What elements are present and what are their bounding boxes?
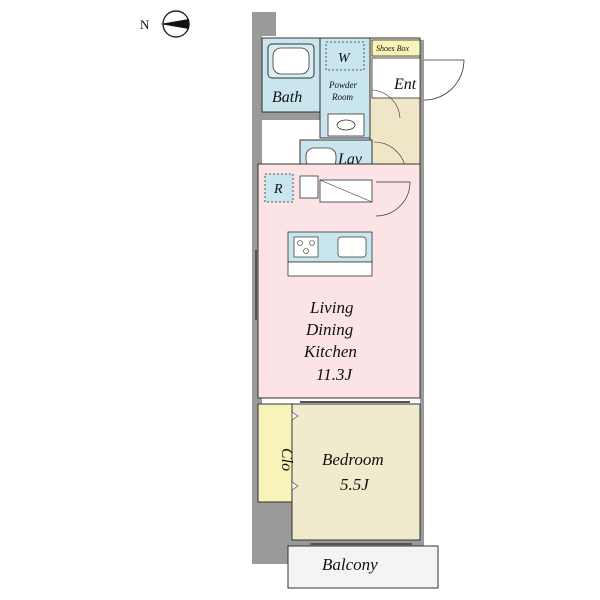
compass-needle (160, 19, 189, 29)
balcony-label: Balcony (322, 555, 378, 574)
closet-label: Clo (278, 448, 295, 471)
closet-door-marker-2 (291, 481, 299, 491)
ldk-label-2: Dining (305, 320, 353, 339)
shoes-box (371, 39, 421, 57)
balcony (287, 545, 439, 589)
ldk-room (257, 163, 421, 399)
entrance-inner-door (371, 89, 401, 119)
east-wall (420, 40, 424, 540)
kitchen-counter-front (287, 261, 373, 277)
stove-burner-3 (303, 248, 309, 254)
bedroom-label: Bedroom (322, 450, 384, 469)
stove-burner-1 (297, 240, 303, 246)
shoes-box-label: Shoes Box (376, 44, 410, 53)
kitchen-storage (299, 175, 319, 199)
bath-label: Bath (272, 89, 302, 106)
refrigerator-space (264, 173, 294, 203)
stove-burner-2 (309, 240, 315, 246)
north-wall-top (252, 12, 276, 36)
bathtub-inner (272, 47, 310, 75)
bedroom-size-label: 5.5J (340, 475, 370, 494)
ldk-label-1: Living (309, 298, 353, 317)
ldk-size-label: 11.3J (316, 365, 353, 384)
sink-icon (337, 236, 367, 258)
powder-room-label-1: Powder (328, 80, 357, 90)
closet (257, 403, 293, 503)
ldk-label-3: Kitchen (303, 342, 357, 361)
kitchen-cabinet-diagonal (319, 179, 373, 203)
compass-north-label: N (140, 17, 150, 32)
compass: N (140, 10, 190, 38)
stove-icon (293, 236, 319, 258)
west-wall-lower (252, 500, 292, 564)
washer-label: W (338, 51, 351, 66)
powder-room-label-2: Room (331, 92, 353, 102)
entrance-label: Ent (393, 76, 417, 93)
washer-space (325, 41, 365, 71)
closet-door-marker-1 (291, 411, 299, 421)
refrigerator-label: R (273, 182, 283, 197)
entrance-door-swing (423, 59, 465, 101)
ldk-door-swing (375, 181, 411, 217)
bedroom-room (291, 403, 421, 541)
interior-wall-1 (262, 112, 320, 120)
washbasin-bowl (336, 119, 356, 131)
